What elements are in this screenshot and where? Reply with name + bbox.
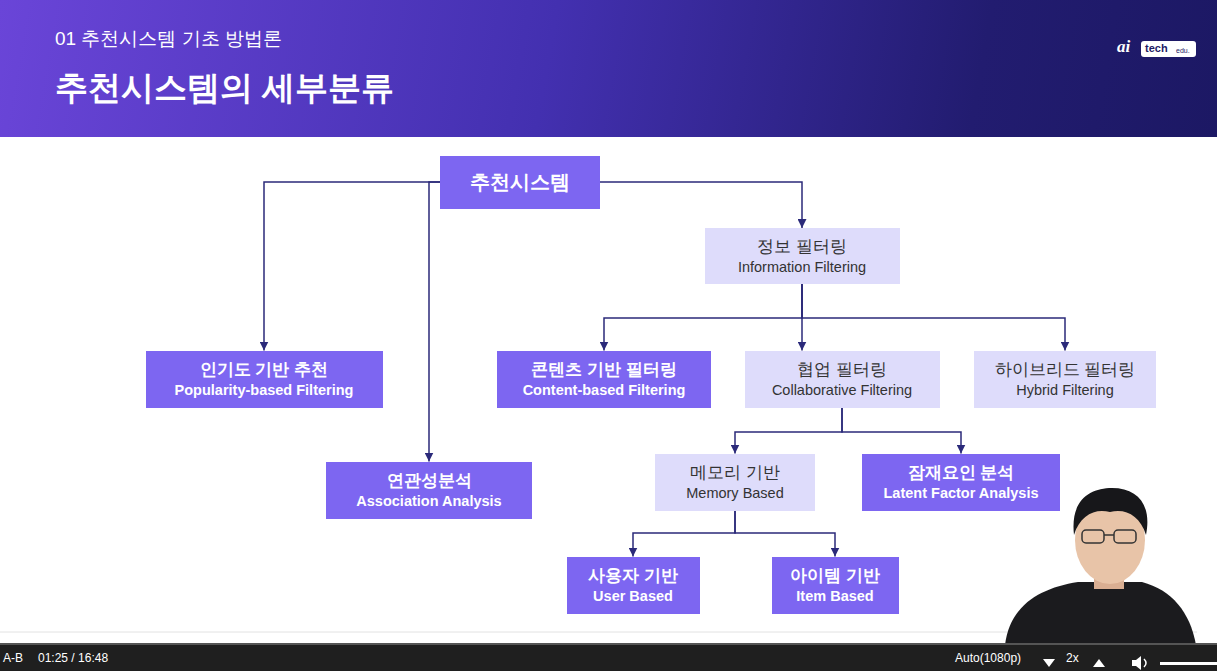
logo-text: ai <box>1117 37 1130 57</box>
box-title: 정보 필터링 <box>757 236 847 258</box>
box-title: 협업 필터링 <box>797 359 887 381</box>
presenter-figure <box>1005 488 1196 645</box>
progress-track <box>0 643 1217 645</box>
box-title: 연관성분석 <box>387 470 472 492</box>
category-box: 하이브리드 필터링Hybrid Filtering <box>974 351 1156 408</box>
category-box: 메모리 기반Memory Based <box>655 454 815 511</box>
method-box: 잠재요인 분석Latent Factor Analysis <box>862 454 1060 511</box>
player-time: 01:25 / 16:48 <box>38 651 108 665</box>
connector-arrow <box>600 182 802 228</box>
box-title: 콘텐츠 기반 필터링 <box>531 359 676 381</box>
method-box: 콘텐츠 기반 필터링Content-based Filtering <box>497 351 711 408</box>
category-box: 정보 필터링Information Filtering <box>705 228 900 284</box>
connector-arrow <box>735 511 835 557</box>
box-title: 잠재요인 분석 <box>908 462 1015 484</box>
box-subtitle: Information Filtering <box>738 258 866 277</box>
box-title: 추천시스템 <box>470 169 570 195</box>
method-box: 사용자 기반User Based <box>567 557 700 614</box>
box-title: 인기도 기반 추천 <box>200 359 328 381</box>
connector-arrow <box>842 408 961 454</box>
root-box: 추천시스템 <box>440 156 600 209</box>
slide-title: 추천시스템의 세부분류 <box>55 68 394 108</box>
connector-arrow <box>429 182 440 462</box>
player-quality: Auto(1080p) <box>955 651 1021 665</box>
box-title: 메모리 기반 <box>690 462 780 484</box>
volume-wave <box>1144 659 1146 667</box>
logo-text: edu. <box>1176 47 1190 55</box>
connector-arrow <box>735 408 842 454</box>
speed-up-icon <box>1093 659 1105 667</box>
box-subtitle: Collaborative Filtering <box>772 381 912 400</box>
box-title: 하이브리드 필터링 <box>995 359 1136 381</box>
speed-down-icon <box>1043 659 1055 667</box>
connector-arrow <box>633 511 735 557</box>
method-box: 아이템 기반Item Based <box>772 557 899 614</box>
box-subtitle: Association Analysis <box>356 492 501 511</box>
box-subtitle: User Based <box>593 587 673 606</box>
volume-bar <box>1160 662 1217 665</box>
box-subtitle: Content-based Filtering <box>523 381 686 400</box>
box-subtitle: Popularity-based Filtering <box>175 381 354 400</box>
box-subtitle: Hybrid Filtering <box>1016 381 1114 400</box>
volume-icon <box>1132 656 1141 670</box>
category-box: 협업 필터링Collaborative Filtering <box>745 351 940 408</box>
connector-arrow <box>604 284 802 351</box>
method-box: 연관성분석Association Analysis <box>326 462 532 519</box>
connector-arrow <box>264 182 440 351</box>
box-subtitle: Memory Based <box>686 484 784 503</box>
player-control: A-B <box>3 651 23 665</box>
header-band <box>0 0 1217 137</box>
box-title: 사용자 기반 <box>588 565 678 587</box>
section-subtitle: 01 추천시스템 기초 방법론 <box>55 28 282 51</box>
method-box: 인기도 기반 추천Popularity-based Filtering <box>146 351 383 408</box>
connector-arrow <box>802 284 1065 351</box>
logo-text: tech <box>1145 42 1168 55</box>
player-bar <box>0 645 1217 671</box>
player-speed: 2x <box>1066 651 1079 665</box>
box-subtitle: Latent Factor Analysis <box>884 484 1039 503</box>
box-title: 아이템 기반 <box>790 565 880 587</box>
box-subtitle: Item Based <box>796 587 873 606</box>
